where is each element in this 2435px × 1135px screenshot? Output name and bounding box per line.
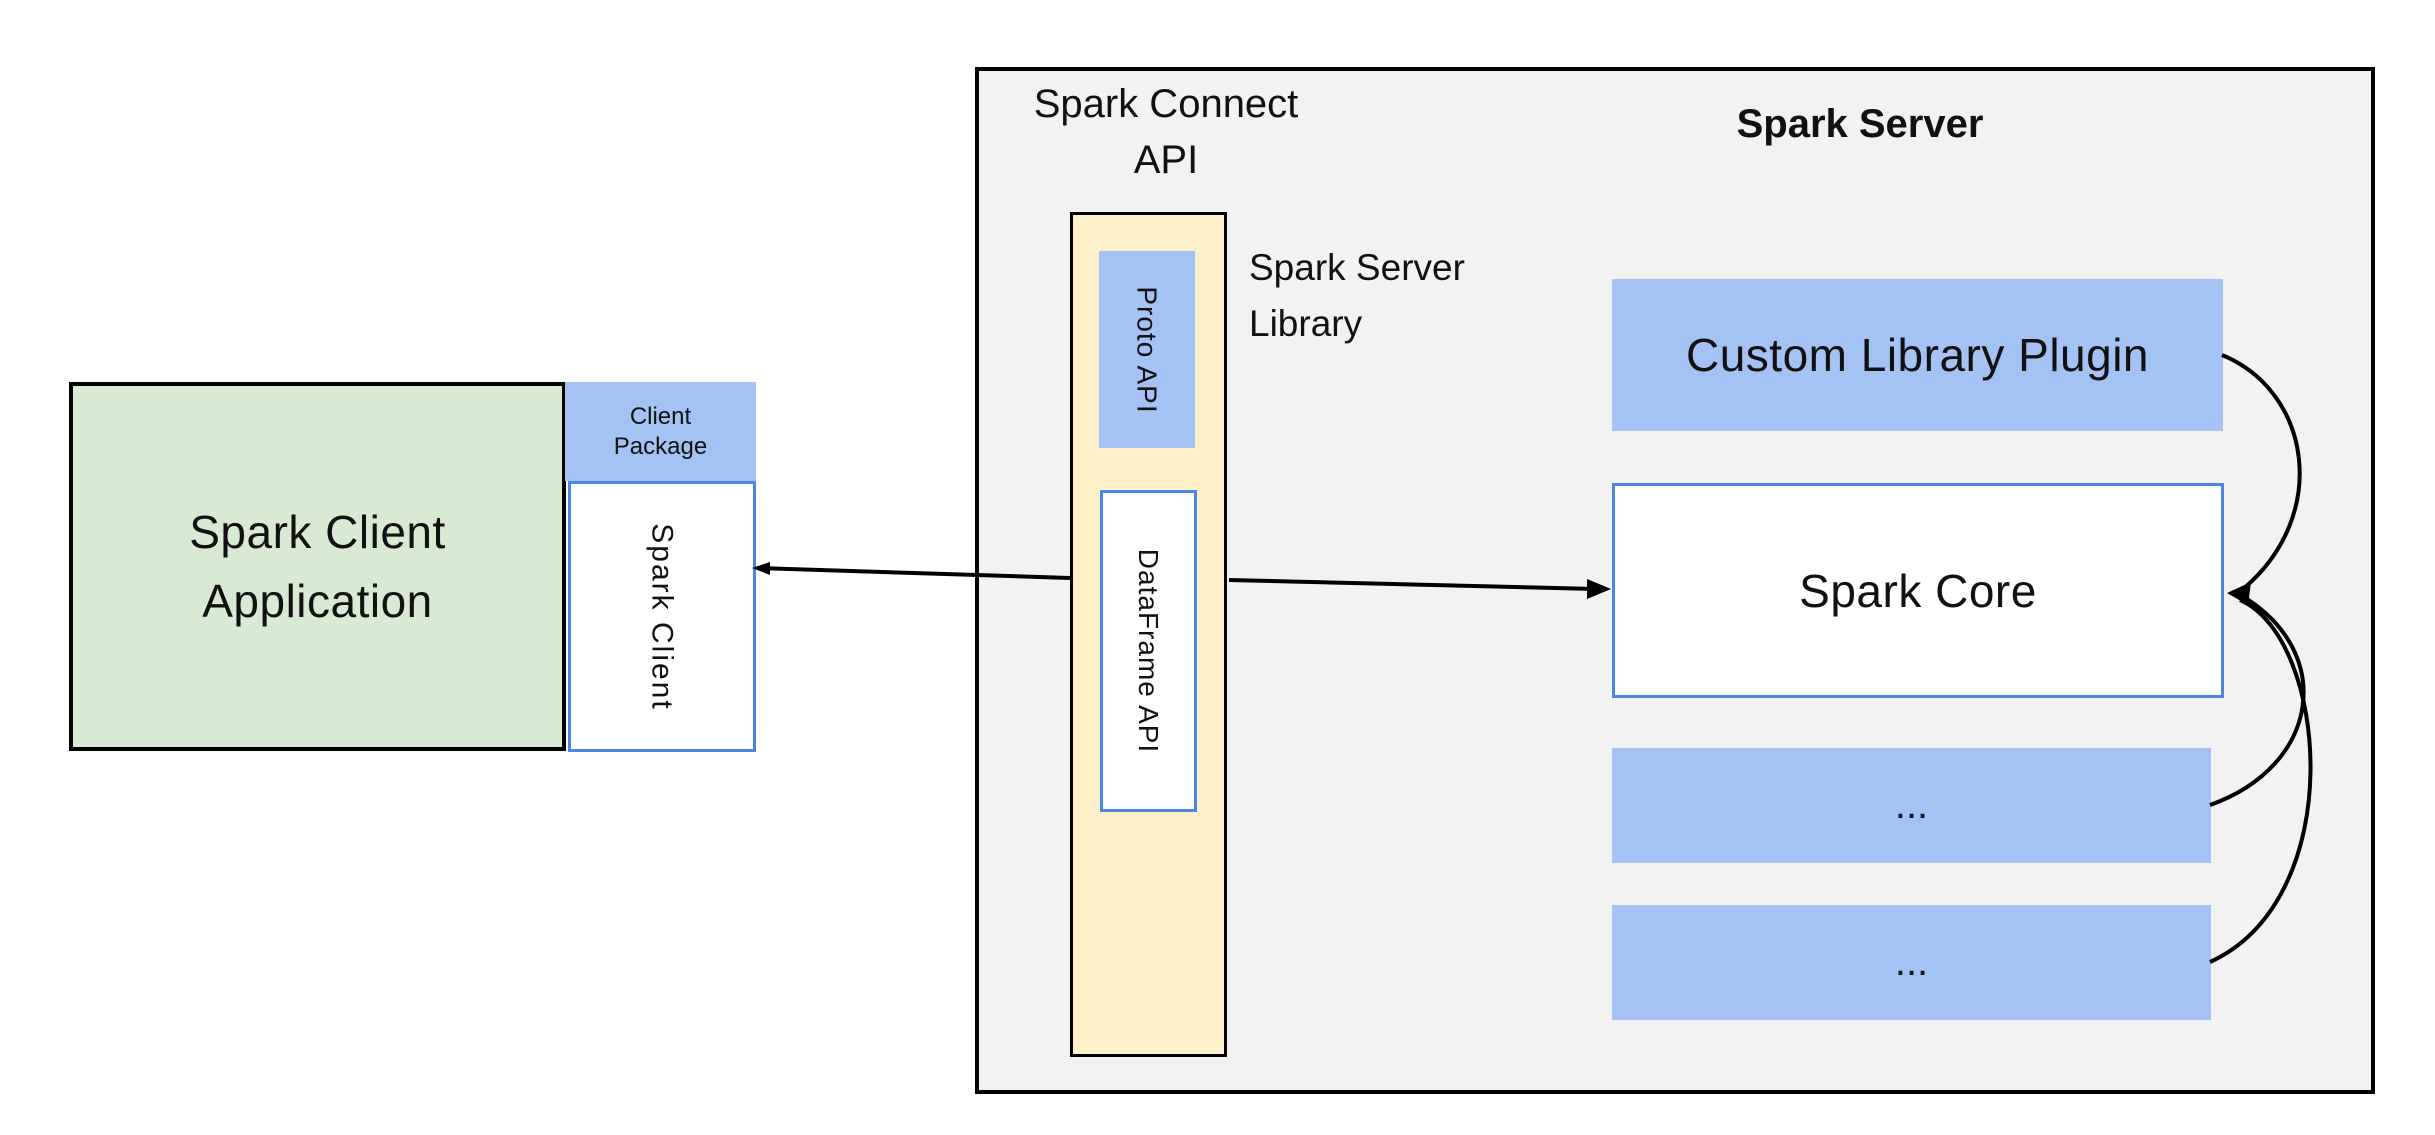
client-package-label: Client Package — [614, 402, 707, 462]
proto-api-box: Proto API — [1099, 251, 1195, 448]
client-package-label-line2: Package — [613, 432, 708, 460]
spark-client-application-label-line2: Application — [202, 574, 433, 627]
spark-client-application-label: Spark Client Application — [189, 498, 446, 636]
spark-client-box: Spark Client — [568, 481, 756, 752]
spark-connect-api-label: Spark Connect API — [986, 76, 1346, 188]
spark-core-box: Spark Core — [1612, 483, 2224, 698]
spark-core-label: Spark Core — [1799, 564, 2037, 617]
client-package-label-line1: Client — [629, 402, 692, 430]
proto-api-label: Proto API — [1132, 285, 1164, 414]
dataframe-api-label: DataFrame API — [1133, 548, 1165, 754]
plugin-placeholder-box-1: ... — [1612, 748, 2211, 863]
custom-library-plugin-box: Custom Library Plugin — [1612, 279, 2223, 431]
plugin-placeholder-1-label: ... — [1894, 783, 1929, 827]
spark-server-library-label-line1: Spark Server — [1249, 247, 1465, 288]
spark-server-title: Spark Server — [1736, 102, 1984, 146]
spark-client-application-label-line1: Spark Client — [189, 505, 446, 558]
spark-server-library-label: Spark Server Library — [1249, 240, 1609, 351]
plugin-placeholder-2-label: ... — [1894, 940, 1929, 984]
spark-server-library-label-line2: Library — [1249, 302, 1363, 344]
dataframe-api-box: DataFrame API — [1100, 490, 1197, 812]
plugin-placeholder-box-2: ... — [1612, 905, 2211, 1020]
spark-connect-api-label-line1: Spark Connect — [1033, 82, 1299, 126]
custom-library-plugin-label: Custom Library Plugin — [1685, 329, 2150, 381]
spark-connect-api-label-line2: API — [1133, 138, 1199, 182]
client-package-box: Client Package — [565, 382, 756, 481]
spark-client-label: Spark Client — [646, 522, 679, 711]
spark-client-application-box: Spark Client Application — [69, 382, 566, 751]
